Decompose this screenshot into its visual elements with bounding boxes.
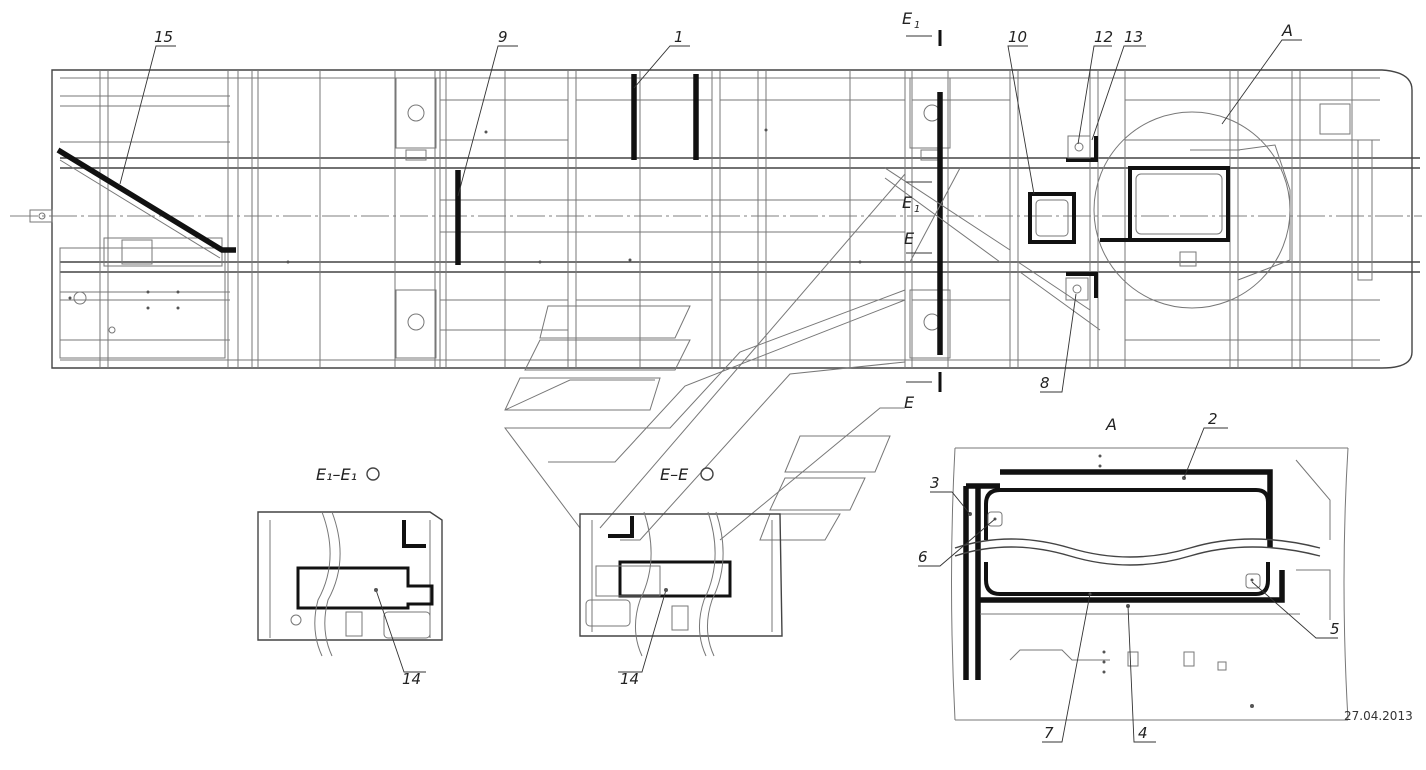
section-e-view	[579, 511, 783, 673]
rotation-icon-e1	[366, 467, 380, 481]
callout-12: 12	[1094, 28, 1113, 46]
leader-lines	[119, 39, 1338, 743]
bracket-12	[1066, 136, 1098, 162]
detail-a-view	[951, 447, 1349, 721]
projection-lines	[504, 173, 906, 541]
part-3	[963, 486, 981, 680]
rotation-icon-e	[700, 467, 714, 481]
drawing-date: 27.04.2013	[1344, 709, 1413, 723]
callout-13: 13	[1124, 28, 1143, 46]
callout-7: 7	[1044, 724, 1054, 742]
section-mark-e1-top: E	[902, 9, 913, 28]
view-title-e: E–E	[660, 465, 689, 484]
strut-15	[56, 147, 236, 253]
view-title-detail-a: A	[1105, 415, 1117, 434]
section-mark-e-bottom: E	[904, 393, 915, 412]
callout-2: 2	[1208, 410, 1218, 428]
callout-1: 1	[674, 28, 684, 46]
part-7	[980, 570, 1285, 603]
callout-10: 10	[1008, 28, 1027, 46]
section-mark-e-mid: E	[904, 229, 915, 248]
box-10	[1028, 192, 1076, 244]
callout-15: 15	[154, 28, 173, 46]
chassis-plan-view	[10, 69, 1422, 369]
callout-9: 9	[498, 28, 508, 46]
section-e1-view	[257, 511, 443, 673]
callout-14-left: 14	[402, 670, 421, 688]
view-title-e1: E₁–E₁	[316, 465, 357, 484]
callout-detail-a: A	[1281, 21, 1293, 40]
section-mark-e1-top-sub: 1	[914, 20, 920, 31]
section-mark-e1-mid: E	[902, 193, 913, 212]
section-markers	[906, 30, 942, 392]
callout-5: 5	[1330, 620, 1340, 638]
callout-4: 4	[1138, 724, 1148, 742]
part-2	[1000, 469, 1273, 548]
rear-frame	[1128, 166, 1230, 242]
callout-6: 6	[918, 548, 928, 566]
callout-8: 8	[1040, 374, 1050, 392]
callout-3: 3	[930, 474, 940, 492]
section-mark-e1-mid-sub: 1	[914, 204, 920, 215]
callout-14-right: 14	[620, 670, 639, 688]
bracket-8	[1066, 272, 1098, 298]
